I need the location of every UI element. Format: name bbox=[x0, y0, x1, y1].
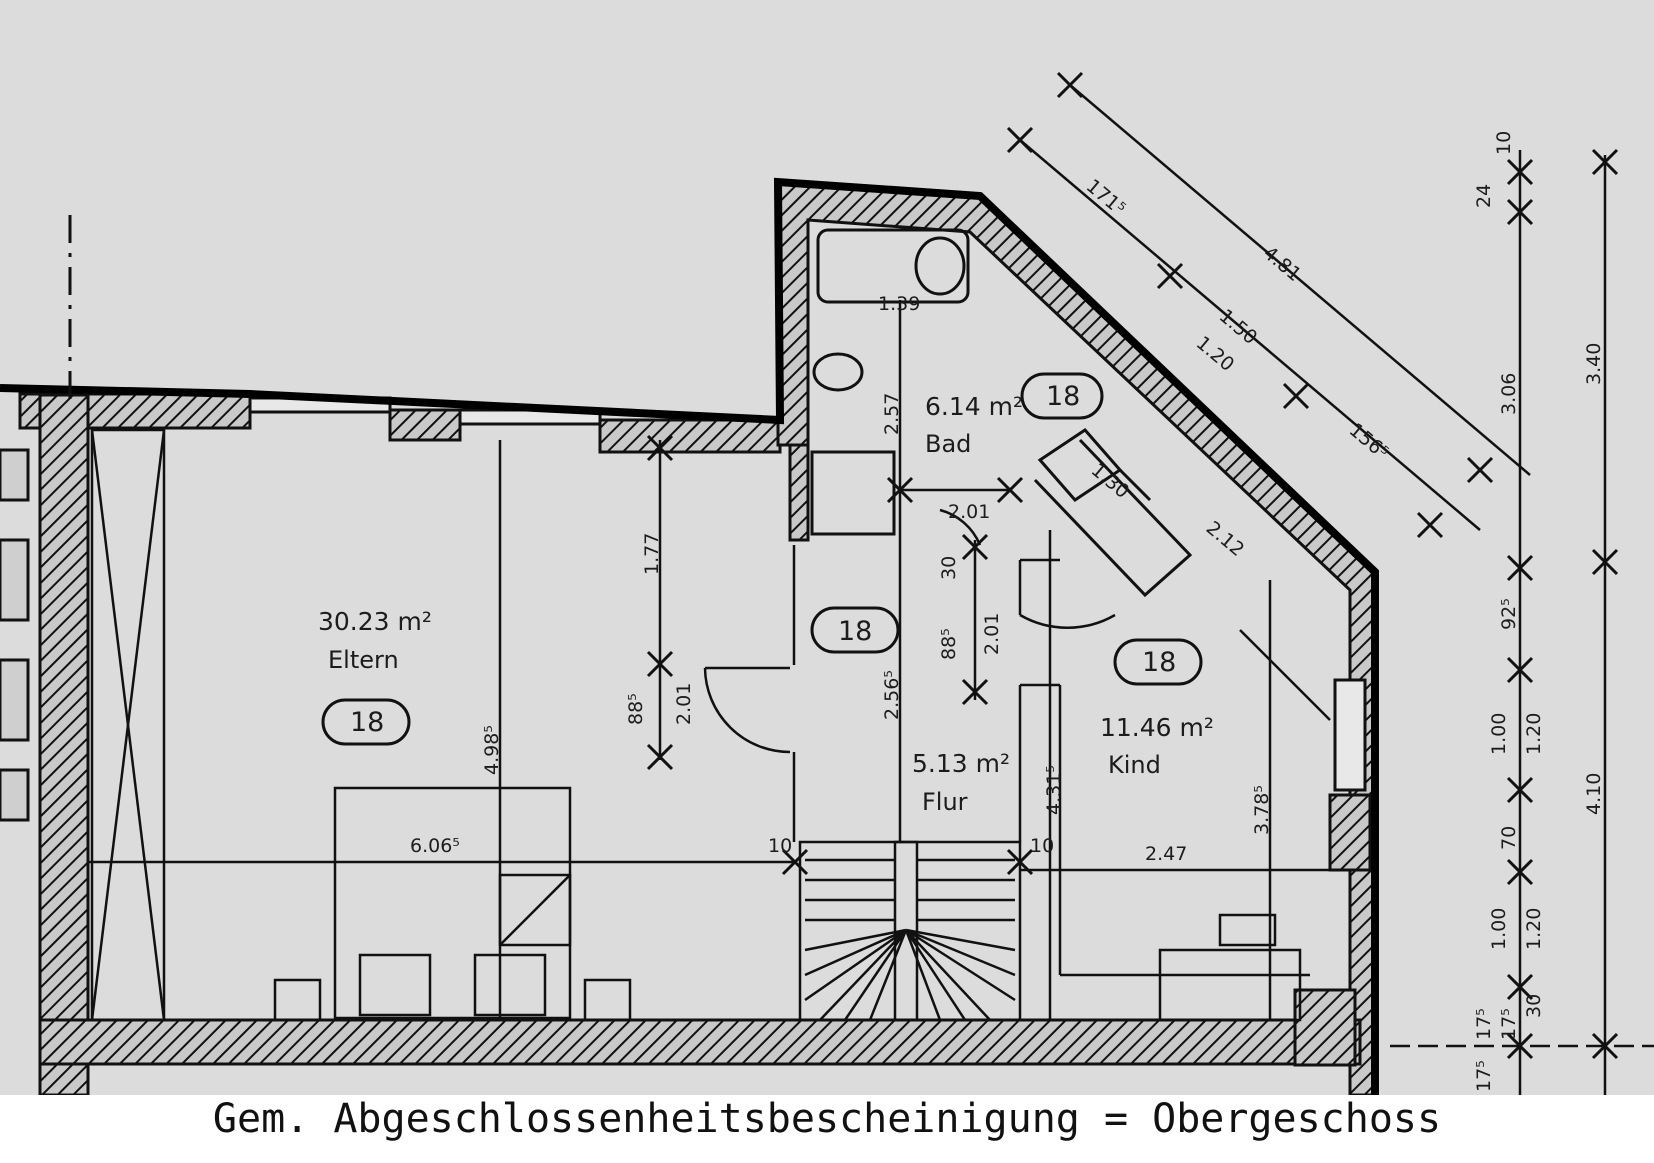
dim-label: 10 bbox=[1493, 131, 1515, 155]
dim-label: 4.31⁵ bbox=[1043, 765, 1065, 815]
dim-label: 70 bbox=[1498, 826, 1520, 850]
room-labels: 30.23 m² Eltern 18 6.14 m² Bad 18 18 5.1… bbox=[318, 381, 1214, 816]
plan-caption: Gem. Abgeschlossenheitsbescheinigung = O… bbox=[0, 1095, 1654, 1163]
dim-label: 1.20 bbox=[1523, 713, 1545, 755]
dim-label: 30 bbox=[1523, 994, 1545, 1018]
tag-oval-eltern bbox=[321, 698, 411, 746]
dimension-lines bbox=[88, 84, 1654, 1095]
dim-label: 4.10 bbox=[1583, 773, 1605, 815]
wall-left bbox=[38, 393, 90, 1095]
walls bbox=[18, 180, 1377, 1095]
wall-top-right bbox=[598, 418, 782, 454]
wall-right-pier bbox=[1328, 793, 1372, 872]
interior-lines bbox=[792, 545, 1331, 1022]
toilet bbox=[812, 352, 864, 392]
dimension-ticks bbox=[646, 71, 1619, 1060]
dim-label: 88⁵ bbox=[625, 693, 647, 725]
tag-oval-flur bbox=[810, 606, 900, 654]
outer-outline bbox=[0, 177, 1379, 1095]
dim-label: 3.06 bbox=[1498, 373, 1520, 415]
bathtub bbox=[816, 228, 970, 304]
dim-label: 2.47 bbox=[1145, 843, 1187, 865]
room-name-eltern: Eltern bbox=[328, 646, 399, 674]
wall-bottom bbox=[38, 1018, 1362, 1066]
wall-bottom-right bbox=[1293, 988, 1357, 1067]
room-area-kind: 11.46 m² bbox=[1100, 713, 1214, 742]
wardrobe bbox=[90, 428, 166, 1022]
wall-bath-left-inner bbox=[788, 443, 810, 542]
room-tag-kind: 18 bbox=[1142, 647, 1176, 678]
dim-label: 1.00 bbox=[1488, 908, 1510, 950]
dim-label: 3.40 bbox=[1583, 343, 1605, 385]
room-area-flur: 5.13 m² bbox=[912, 749, 1010, 778]
wall-top-mid bbox=[388, 408, 462, 442]
bathroom-fixtures bbox=[810, 228, 1193, 598]
room-tag-eltern: 18 bbox=[350, 707, 384, 738]
dim-label: 4.98⁵ bbox=[481, 725, 503, 775]
dim-label: 1.39 bbox=[878, 293, 920, 315]
dim-label: 24 bbox=[1473, 184, 1495, 208]
dim-label: 3.78⁵ bbox=[1251, 785, 1273, 835]
doors bbox=[703, 508, 1116, 754]
dim-label: 1.77 bbox=[641, 533, 663, 575]
dim-label: 10 bbox=[1030, 835, 1054, 857]
paper-background bbox=[0, 0, 1654, 1095]
dim-label: 2.01 bbox=[948, 501, 990, 523]
room-area-bad: 6.14 m² bbox=[925, 392, 1023, 421]
dim-label: 1.00 bbox=[1488, 713, 1510, 755]
room-name-bad: Bad bbox=[925, 430, 971, 458]
left-exterior-windows bbox=[0, 448, 30, 822]
room-tag-flur: 18 bbox=[838, 616, 872, 647]
dim-label: 17⁵ bbox=[1473, 1060, 1495, 1092]
room-name-kind: Kind bbox=[1108, 751, 1161, 779]
dim-label: 2.56⁵ bbox=[881, 670, 903, 720]
staircase bbox=[798, 840, 1022, 1022]
dim-label: 2.01 bbox=[981, 613, 1003, 655]
tag-oval-bad bbox=[1020, 372, 1104, 420]
bed bbox=[273, 786, 632, 1022]
room-tag-bad: 18 bbox=[1046, 381, 1080, 412]
room-name-flur: Flur bbox=[922, 788, 968, 816]
window-right bbox=[1333, 678, 1367, 792]
tag-oval-kind bbox=[1113, 638, 1203, 686]
room-area-eltern: 30.23 m² bbox=[318, 607, 432, 636]
dim-label: 92⁵ bbox=[1498, 598, 1520, 630]
dim-label: 17⁵ bbox=[1498, 1008, 1520, 1040]
dim-label: 30 bbox=[938, 556, 960, 580]
dim-label: 2.01 bbox=[673, 683, 695, 725]
dim-label: 1.20 bbox=[1523, 908, 1545, 950]
dim-label: 2.57 bbox=[881, 393, 903, 435]
room-tags bbox=[321, 372, 1203, 746]
dim-label: 17⁵ bbox=[1473, 1008, 1495, 1040]
dim-label: 6.06⁵ bbox=[410, 835, 460, 857]
shower bbox=[810, 450, 896, 536]
dim-label: 88⁵ bbox=[938, 628, 960, 660]
dim-label: 10 bbox=[768, 835, 792, 857]
floor-plan: 30.23 m² Eltern 18 6.14 m² Bad 18 18 5.1… bbox=[0, 0, 1654, 1095]
